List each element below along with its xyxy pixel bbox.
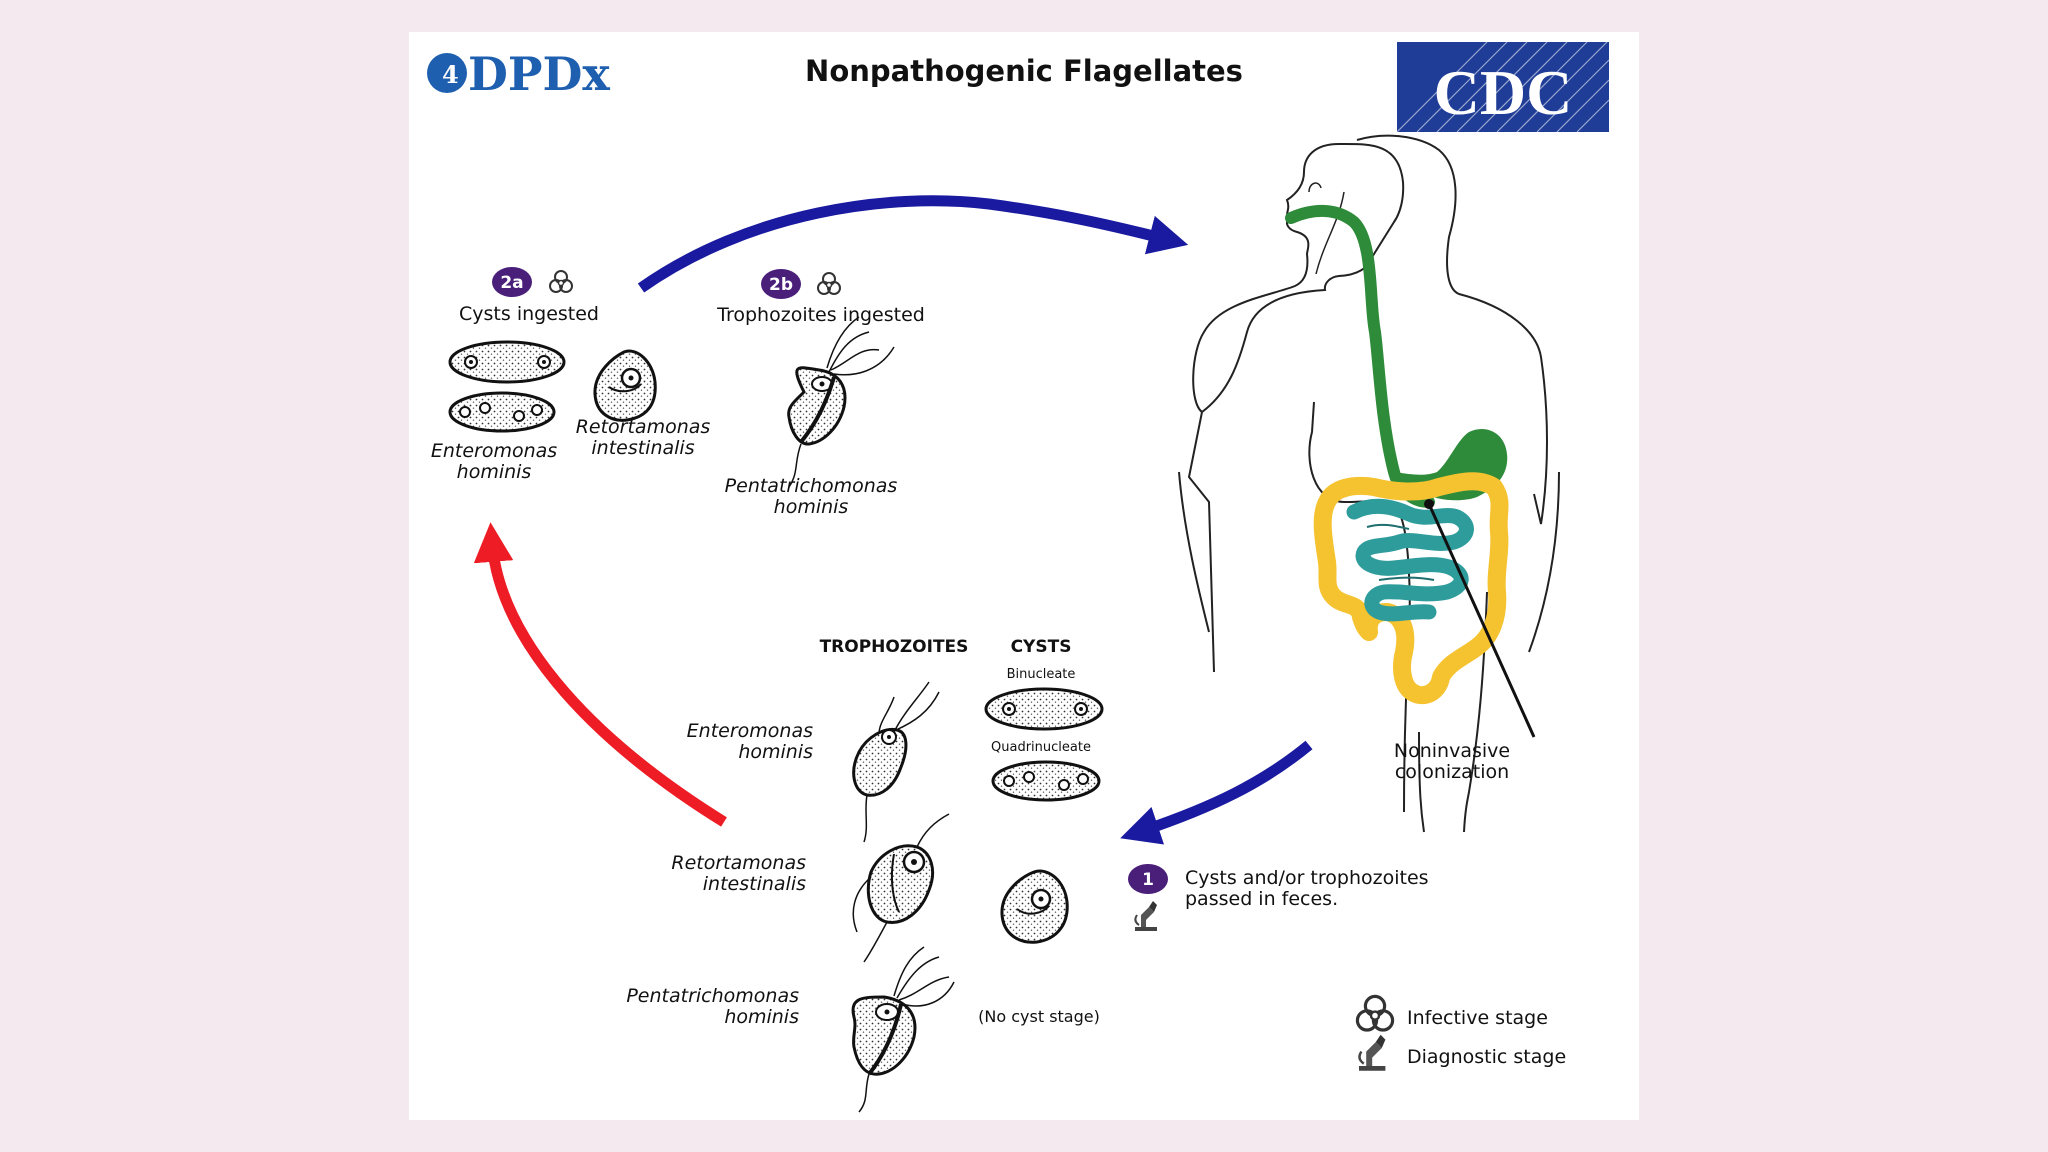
cysts-column-header: CYSTS — [1011, 637, 1072, 657]
enteromonas-ingested-label-line2: hominis — [457, 461, 532, 483]
no-cyst-stage-label: (No cyst stage) — [978, 1007, 1100, 1026]
legend-infective-label: Infective stage — [1407, 1007, 1548, 1029]
legend-biohazard-icon — [1355, 994, 1395, 1032]
colonization-label-line2: colonization — [1395, 761, 1509, 783]
colonization-label-line1: Noninvasive — [1394, 740, 1510, 762]
microscope-icon — [1134, 900, 1158, 932]
retortamonas-row-label-line2: intestinalis — [703, 873, 806, 895]
small-intestine — [1346, 498, 1474, 622]
human-body — [1178, 134, 1560, 833]
legend-microscope-icon — [1357, 1033, 1387, 1073]
binucleate-label: Binucleate — [1007, 667, 1076, 682]
stage-1-label-line2: passed in feces. — [1185, 888, 1338, 910]
pentatrichomonas-trophozoite — [851, 946, 955, 1113]
pentatrichomonas-ingested-label-line2: hominis — [774, 496, 849, 518]
retortamonas-cyst-ingested — [593, 349, 657, 422]
enteromonas-row-label-line1: Enteromonas — [687, 720, 813, 742]
stage-1-label-line1: Cysts and/or trophozoites — [1185, 867, 1429, 889]
stage-1-badge: 1 — [1128, 864, 1168, 894]
dpdx-logo: 4 DPDx — [427, 47, 610, 101]
stage-2b-label: Trophozoites ingested — [716, 304, 925, 326]
pentatrichomonas-trophozoite-ingested — [787, 316, 895, 488]
retortamonas-ingested-label-line1: Retortamonas — [576, 416, 711, 438]
pentatrichomonas-ingested-label-line1: Pentatrichomonas — [725, 475, 898, 497]
cdc-logo-text: CDC — [1434, 57, 1573, 128]
excretion-arrow — [1120, 740, 1313, 845]
retortamonas-ingested-label-line2: intestinalis — [591, 437, 694, 459]
ingestion-arrow — [637, 195, 1189, 293]
return-arrow — [473, 522, 727, 827]
svg-text:4: 4 — [442, 60, 459, 89]
enteromonas-quadrinucleate-cyst — [991, 760, 1101, 802]
legend-diagnostic-label: Diagnostic stage — [1407, 1046, 1566, 1068]
enteromonas-trophozoite — [852, 681, 940, 843]
dpdx-logo-text: DPDx — [468, 47, 610, 101]
enteromonas-ingested-label-line1: Enteromonas — [431, 440, 557, 462]
biohazard-icon — [549, 270, 573, 293]
pentatrichomonas-row-label-line1: Pentatrichomonas — [626, 985, 799, 1007]
legend: Infective stage Diagnostic stage — [1355, 994, 1566, 1073]
enteromonas-row-label-line2: hominis — [738, 741, 813, 763]
cdc-logo: CDC — [1396, 41, 1610, 133]
svg-text:2a: 2a — [500, 273, 523, 293]
retortamonas-trophozoite — [852, 813, 950, 963]
colonization-pointer-line — [1427, 503, 1536, 738]
quadrinucleate-label: Quadrinucleate — [991, 740, 1091, 755]
retortamonas-row-label-line1: Retortamonas — [671, 852, 806, 874]
esophagus — [1285, 204, 1435, 508]
dpdx-logo-icon — [427, 53, 467, 93]
enteromonas-cyst-ingested-1 — [448, 340, 566, 384]
stage-2b-badge: 2b — [761, 269, 801, 299]
enteromonas-cyst-ingested-2 — [448, 391, 556, 433]
svg-text:2b: 2b — [769, 275, 793, 295]
large-intestine — [1313, 472, 1509, 705]
trophozoites-column-header: TROPHOZOITES — [820, 637, 969, 657]
biohazard-icon — [817, 272, 841, 295]
retortamonas-cyst — [1000, 869, 1069, 944]
stage-2a-badge: 2a — [492, 267, 532, 297]
life-cycle-diagram: 4 DPDx Nonpathogenic Flagellates CDC — [427, 41, 1610, 1113]
pentatrichomonas-row-label-line2: hominis — [724, 1006, 799, 1028]
stage-2a-label: Cysts ingested — [459, 303, 599, 325]
svg-text:1: 1 — [1142, 870, 1154, 890]
enteromonas-binucleate-cyst — [984, 687, 1104, 731]
life-cycle-panel: 4 DPDx Nonpathogenic Flagellates CDC — [409, 32, 1639, 1120]
page-title: Nonpathogenic Flagellates — [805, 54, 1243, 88]
